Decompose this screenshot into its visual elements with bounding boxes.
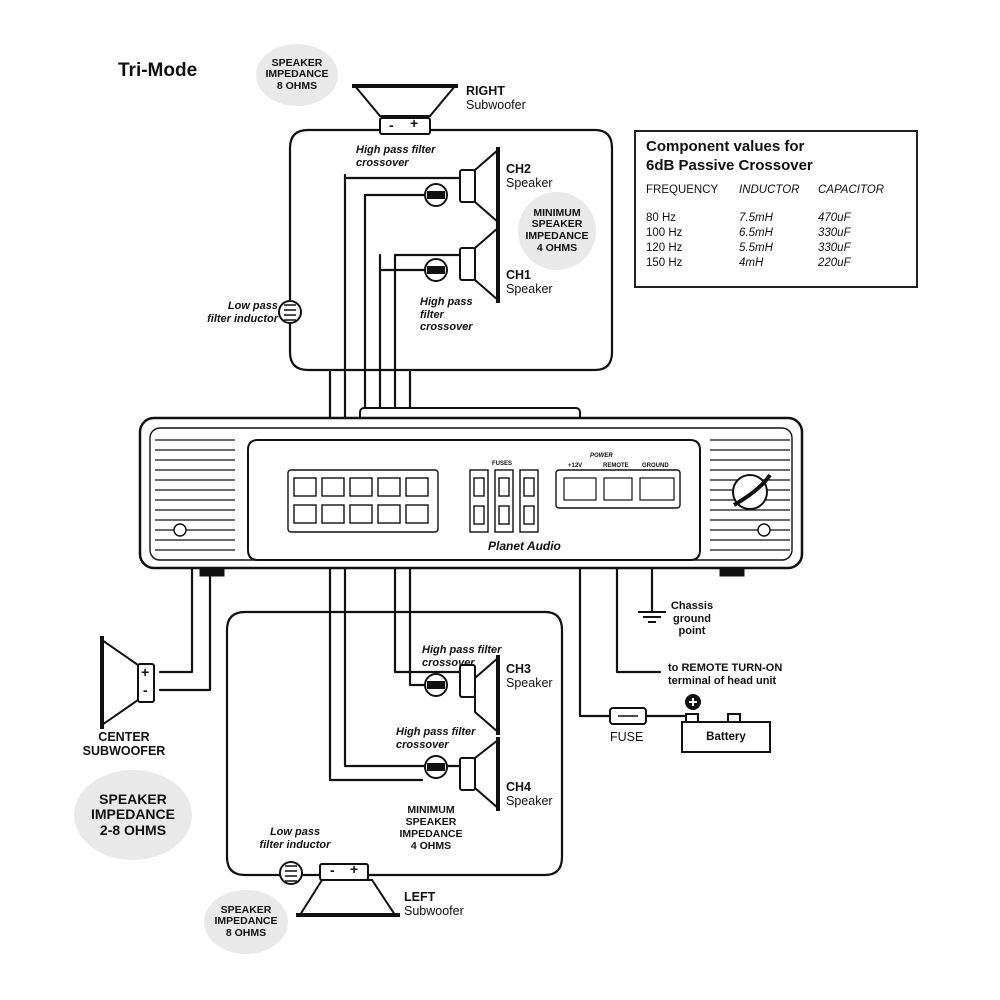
label-fuse: FUSE (610, 730, 644, 744)
wires (158, 128, 694, 877)
polarity-plus-right: + (410, 115, 419, 131)
amp-power-label: POWER (590, 453, 613, 459)
inductor-bottom (279, 861, 303, 885)
ground-symbol (638, 611, 666, 623)
amplifier (138, 407, 804, 577)
capacitor-ch4 (424, 755, 448, 779)
wire-power-12v (578, 503, 612, 718)
capacitor-ch3 (424, 673, 448, 697)
page-title: Tri-Mode (118, 60, 198, 81)
amp-fuses-label: FUSES (492, 461, 513, 467)
inductor-top (278, 300, 302, 324)
capacitor-ch2 (424, 183, 448, 207)
capacitors (424, 183, 448, 779)
wire-b3 (408, 538, 427, 687)
speaker-left-sub (296, 863, 400, 917)
polarity-minus-right: - (389, 117, 394, 133)
speaker-ch2 (459, 147, 500, 225)
label-battery: Battery (706, 731, 746, 743)
wire-b4 (393, 538, 464, 674)
speaker-ch3 (459, 655, 500, 735)
speaker-ch4 (459, 737, 500, 811)
wire-right-sub-loop (288, 128, 614, 372)
amp-terminal-12v: +12V (568, 463, 583, 469)
polarity-minus-center: - (143, 682, 148, 698)
speaker-right-sub (352, 84, 458, 135)
inductors (278, 300, 303, 885)
wire-b2 (343, 538, 464, 768)
battery (681, 694, 771, 753)
polarity-minus-left: - (330, 862, 335, 878)
speaker-center-sub (100, 636, 155, 729)
fuse (609, 707, 647, 725)
col-inductor: INDUCTOR (739, 184, 800, 196)
wire-b1 (328, 538, 424, 782)
amp-terminal-ground: GROUND (642, 463, 669, 469)
amp-brand: Planet Audio (488, 539, 561, 553)
col-frequency: FREQUENCY (646, 184, 719, 196)
polarity-plus-left: + (350, 861, 359, 877)
amp-terminal-remote: REMOTE (603, 463, 629, 469)
speaker-ch1 (459, 225, 500, 303)
capacitor-ch1 (424, 258, 448, 282)
col-capacitor: CAPACITOR (818, 184, 885, 196)
polarity-plus-center: + (141, 664, 150, 680)
